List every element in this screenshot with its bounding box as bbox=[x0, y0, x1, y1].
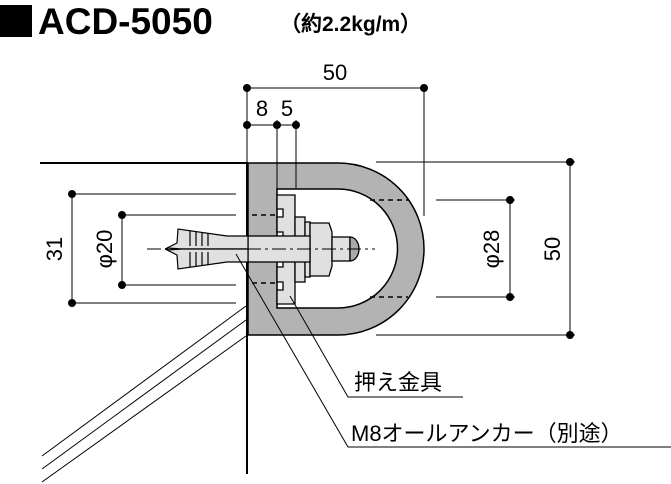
left-dimension bbox=[68, 190, 236, 307]
hidden-lines bbox=[252, 199, 408, 298]
dim-offset-a: 8 bbox=[256, 96, 268, 121]
dim-top-width: 50 bbox=[323, 60, 347, 85]
wall bbox=[40, 162, 248, 483]
right-dimension bbox=[376, 158, 575, 339]
dim-offset-b: 5 bbox=[281, 96, 293, 121]
title-square-marker bbox=[0, 5, 32, 37]
weight-note: （約2.2kg/m） bbox=[280, 12, 421, 36]
label-anchor: M8オールアンカー（別途） bbox=[351, 421, 623, 446]
anchor-sleeve bbox=[164, 228, 249, 270]
dim-left-height: 31 bbox=[42, 237, 67, 261]
dim-left-diameter: φ20 bbox=[92, 230, 117, 269]
leader-lines bbox=[235, 253, 671, 448]
dim-right-diameter: φ28 bbox=[479, 230, 504, 269]
label-clamp: 押え金具 bbox=[354, 370, 442, 395]
dim-right-height: 50 bbox=[540, 237, 565, 261]
nut bbox=[309, 222, 333, 277]
d-profile bbox=[247, 162, 425, 336]
model-title: ACD-5050 bbox=[38, 1, 213, 42]
top-dimension bbox=[243, 84, 428, 216]
